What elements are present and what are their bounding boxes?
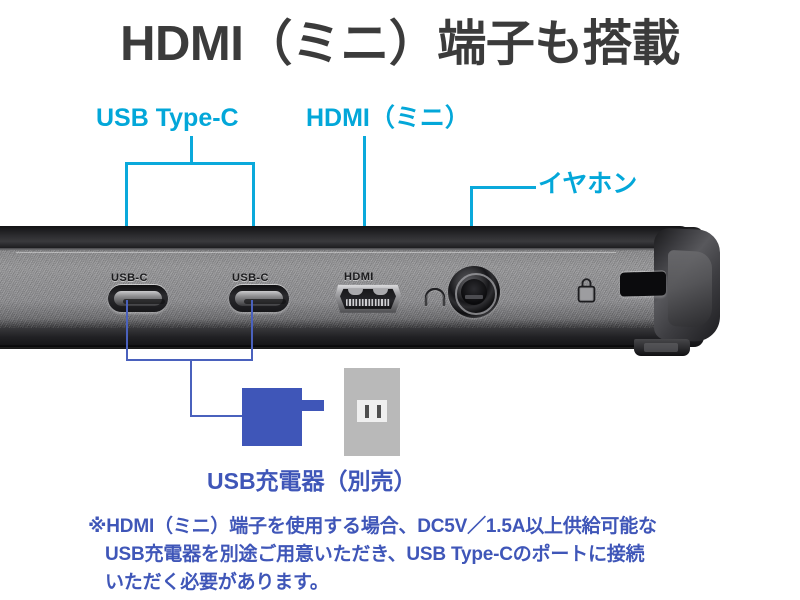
- usb-c-port-2-slot: [244, 299, 286, 304]
- charger-leader-leg-1: [126, 300, 128, 360]
- footnote-line-1: ※HDMI（ミニ）端子を使用する場合、DC5V／1.5A以上供給可能な: [88, 516, 657, 537]
- page-title: HDMI（ミニ）端子も搭載: [120, 17, 680, 71]
- headphone-jack-detail: [465, 295, 483, 299]
- device-side-edge: [0, 226, 730, 356]
- wall-outlet-face: [357, 400, 387, 422]
- usb-c-port-2-inner: [235, 291, 286, 306]
- leader-line-earphone-h: [470, 186, 536, 189]
- charger-label: USB充電器（別売）: [207, 468, 417, 494]
- wall-outlet-slot-right: [377, 405, 381, 418]
- usb-charger-icon: [242, 388, 302, 446]
- charger-leader-down: [190, 359, 192, 417]
- footnote: ※HDMI（ミニ）端子を使用する場合、DC5V／1.5A以上供給可能な USB充…: [88, 513, 728, 597]
- port-silkscreen-usbc-2: USB-C: [232, 272, 269, 284]
- device-top-bevel: [0, 226, 694, 248]
- device-bottom-shadow: [0, 345, 686, 349]
- headphone-jack-hole: [461, 279, 487, 305]
- charger-leader-bar: [126, 359, 253, 361]
- headphone-jack-ring: [455, 273, 497, 315]
- hdmi-mini-port: [335, 283, 401, 314]
- charger-leader-leg-2: [251, 300, 253, 360]
- port-silkscreen-hdmi: HDMI: [344, 271, 374, 283]
- leader-line-hdmi: [363, 136, 366, 296]
- kensington-lock-slot: [620, 271, 666, 297]
- hdmi-port-bump-right: [373, 289, 388, 295]
- usb-c-port-1: [108, 285, 168, 312]
- hdmi-port-pins: [346, 299, 390, 306]
- callout-label-usb-type-c: USB Type-C: [96, 104, 239, 132]
- footnote-line-3: いただく必要があります。: [105, 572, 329, 594]
- usb-charger-cable-stub: [302, 400, 324, 411]
- wall-outlet-slot-left: [365, 405, 369, 418]
- headphone-icon: [424, 288, 446, 308]
- headphone-jack-port: [448, 266, 500, 318]
- charger-leader-final: [190, 415, 242, 417]
- usb-c-port-2: [229, 285, 289, 312]
- port-silkscreen-usbc-1: USB-C: [111, 272, 148, 284]
- callout-label-earphone: イヤホン: [538, 170, 638, 198]
- device-right-end-face: [668, 249, 712, 329]
- callout-label-hdmi-mini: HDMI（ミニ）: [306, 104, 470, 132]
- device-bevel-hairline: [16, 252, 616, 253]
- usb-c-port-1-inner: [114, 291, 165, 306]
- hdmi-port-bump-left: [348, 289, 363, 295]
- usb-c-port-1-slot: [123, 299, 165, 304]
- leader-line-usbc-stem: [190, 136, 193, 164]
- leader-line-usbc-bar: [125, 162, 255, 165]
- device-hinge-nub-inner: [644, 343, 678, 352]
- footnote-line-2: USB充電器を別途ご用意いただき、USB Type-Cのポートに接続: [105, 544, 645, 566]
- lock-icon: [577, 278, 596, 303]
